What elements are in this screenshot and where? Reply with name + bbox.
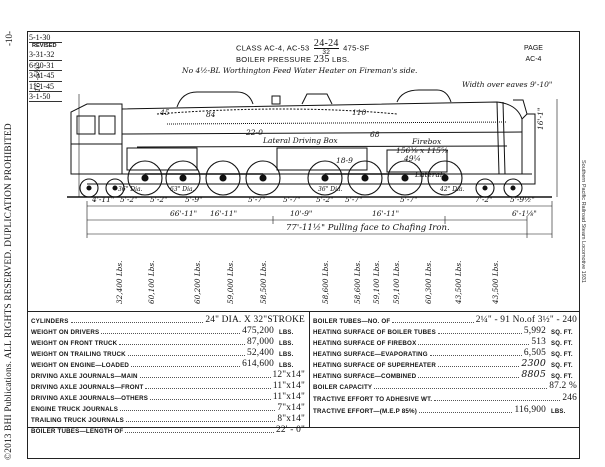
lateral-box-note: Lateral Driving Box bbox=[263, 136, 338, 145]
fraction-bottom: 32 bbox=[322, 49, 331, 56]
length-d: 16'-11" bbox=[372, 209, 400, 218]
pressure-line: BOILER PRESSURE 235 LBS. bbox=[236, 54, 350, 65]
revision-date: 3-31-45 bbox=[29, 71, 62, 82]
wheel-note: 36" Dia. bbox=[118, 186, 143, 193]
firebox-note: Firebox bbox=[412, 137, 442, 146]
dimension: 5'-2" bbox=[150, 195, 168, 204]
height-right: 16'-1" bbox=[536, 107, 545, 130]
axle-weight: 60,300 Lbs. bbox=[424, 260, 433, 304]
revision-date: 6-30-31 bbox=[29, 61, 62, 72]
firebox-size: 156⅜ x 115⅝ bbox=[396, 146, 449, 155]
axle-weights: 32,400 Lbs. 60,100 Lbs. 60,200 Lbs. 59,0… bbox=[0, 252, 605, 308]
axle-weight: 60,100 Lbs. bbox=[147, 260, 156, 304]
revision-date: 3-31-32 bbox=[29, 50, 62, 61]
class-prefix: CLASS bbox=[236, 43, 263, 53]
spec-row: DRIVING AXLE JOURNALS—FRONT 11"x14" bbox=[31, 381, 305, 391]
dimension: 5'-2" bbox=[316, 195, 334, 204]
dimension: 7'-2" bbox=[475, 195, 493, 204]
axle-weight: 32,400 Lbs. bbox=[115, 260, 124, 304]
spec-row: ENGINE TRUCK JOURNALS 7"x14" bbox=[31, 403, 305, 413]
axle-weight: 58,500 Lbs. bbox=[259, 260, 268, 304]
axle-weight: 43,500 Lbs. bbox=[491, 260, 500, 304]
axle-weight: 43,500 Lbs. bbox=[454, 260, 463, 304]
width-over-eaves: Width over eaves 9'-10" bbox=[462, 80, 553, 89]
lateral-note: Lateral bbox=[415, 170, 443, 179]
misc-label: 45 bbox=[160, 108, 170, 117]
spec-row: TRACTIVE EFFORT TO ADHESIVE WT. 246 bbox=[313, 393, 577, 403]
revision-date: 3-1-50 bbox=[29, 92, 62, 103]
page-box: PAGE AC-4 bbox=[524, 43, 543, 65]
axle-weight: 60,200 Lbs. bbox=[193, 260, 202, 304]
misc-label: 68 bbox=[370, 130, 380, 139]
pressure-label: BOILER PRESSURE bbox=[236, 55, 312, 64]
dimension: 5'-7" bbox=[283, 195, 301, 204]
misc-label: 18-9 bbox=[336, 156, 353, 165]
axle-weight: 59,100 Lbs. bbox=[392, 260, 401, 304]
revision-dates: 5-1-30 REVISED 3-31-32 6-30-31 3-31-45 1… bbox=[29, 33, 63, 103]
dimension: 5'-7" bbox=[345, 195, 363, 204]
axle-weight: 59,100 Lbs. bbox=[372, 260, 381, 304]
misc-label: 110 bbox=[352, 108, 367, 117]
spec-row: CYLINDERS 24" DIA. X 32"STROKE bbox=[31, 315, 305, 325]
height-left: 16'-5¼" bbox=[33, 62, 42, 92]
page-number: -10- bbox=[4, 31, 14, 46]
wheel-note: 63" Dia. bbox=[170, 186, 195, 193]
revised-label: REVISED bbox=[32, 43, 57, 50]
spec-row: TRAILING TRUCK JOURNALS 8"x14" bbox=[31, 414, 305, 424]
revision-date: 11-1-45 bbox=[29, 82, 62, 93]
misc-label: 49¼ bbox=[404, 154, 421, 163]
feedwater-note: No 4½-BL Worthington Feed Water Heater o… bbox=[182, 66, 418, 75]
length-c: 10'-9" bbox=[290, 209, 313, 218]
locomotive-drawing bbox=[67, 89, 558, 238]
class-fraction: 24-24 32 bbox=[313, 38, 339, 57]
specs-left-column: CYLINDERS 24" DIA. X 32"STROKE WEIGHT ON… bbox=[27, 312, 310, 435]
specifications-table: CYLINDERS 24" DIA. X 32"STROKE WEIGHT ON… bbox=[27, 311, 580, 435]
misc-label: 22-0 bbox=[246, 128, 263, 137]
dimension: 5'-7" bbox=[400, 195, 418, 204]
page-value: AC-4 bbox=[525, 56, 542, 63]
spec-row: DRIVING AXLE JOURNALS—OTHERS 11"x14" bbox=[31, 392, 305, 402]
class-line: CLASS AC-4, AC-53 24-24 32 475-SF bbox=[236, 38, 370, 57]
length-a: 66'-11" bbox=[170, 209, 198, 218]
axle-weight: 59,000 Lbs. bbox=[226, 260, 235, 304]
axle-weight: 58,600 Lbs. bbox=[321, 260, 330, 304]
pressure-value: 235 bbox=[313, 54, 330, 65]
dimension: 5'-2" bbox=[120, 195, 138, 204]
dimension: 5'-7" bbox=[248, 195, 266, 204]
class-value: AC-4, AC-53 bbox=[264, 43, 310, 53]
axle-weight: 58,600 Lbs. bbox=[353, 260, 362, 304]
page-label: PAGE bbox=[524, 45, 543, 52]
spec-row: BOILER TUBES—NO. OF 2¼" - 91 No.of 3½" -… bbox=[313, 315, 577, 325]
pressure-unit: LBS. bbox=[332, 55, 350, 64]
misc-label: 84 bbox=[206, 110, 216, 119]
spec-row: BOILER CAPACITY 87.2 % bbox=[313, 381, 577, 391]
class-suffix: 475-SF bbox=[343, 43, 370, 53]
spec-row: BOILER TUBES—LENGTH OF 22' - 0" bbox=[31, 425, 305, 435]
diagram-sheet bbox=[27, 31, 580, 459]
specs-right-column: BOILER TUBES—NO. OF 2¼" - 91 No.of 3½" -… bbox=[309, 312, 580, 427]
wheel-note: 36" Dia. bbox=[318, 186, 343, 193]
length-e: 6'-1⅛" bbox=[512, 209, 537, 218]
length-b: 16'-11" bbox=[210, 209, 238, 218]
wheel-note: 42" Dia. bbox=[440, 186, 465, 193]
dimension: 5'-9½" bbox=[510, 195, 535, 204]
spec-row: DRIVING AXLE JOURNALS—MAIN 12"x14" bbox=[31, 370, 305, 380]
dimension: 4'-11" bbox=[92, 195, 115, 204]
fraction-top: 24-24 bbox=[313, 38, 339, 49]
first-date: 5-1-30 bbox=[29, 33, 62, 44]
dimension: 5'-9" bbox=[185, 195, 203, 204]
pulling-face-note: 77'-11½" Pulling face to Chafing Iron. bbox=[286, 223, 450, 233]
